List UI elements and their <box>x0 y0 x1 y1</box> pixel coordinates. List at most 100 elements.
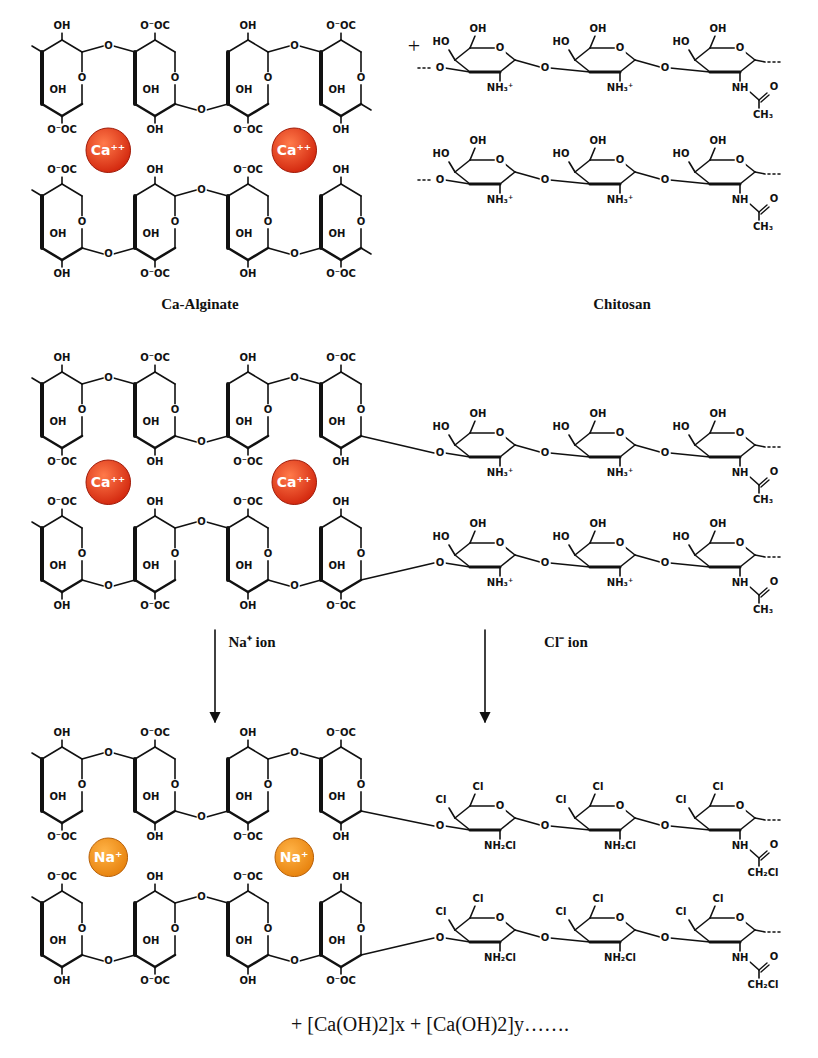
atom-label: HO <box>672 148 691 160</box>
atom-label: OH <box>142 228 161 240</box>
atom-label: OH <box>328 791 347 803</box>
atom-label: OH <box>146 871 165 883</box>
bond-line <box>768 446 783 448</box>
atom-label: O <box>263 72 274 84</box>
atom-label: OH <box>332 164 351 176</box>
bond-line <box>455 918 470 930</box>
atom-label: O⁻OC <box>325 727 357 739</box>
atom-label: OH <box>469 518 488 530</box>
bond-line <box>361 436 434 453</box>
bond-line <box>155 104 175 116</box>
atom-label: NH <box>731 952 750 964</box>
bond-line <box>695 806 710 818</box>
ion-disc-shape <box>86 128 131 173</box>
bond-line <box>670 938 710 942</box>
bond-line <box>515 818 540 825</box>
atom-label: Cl <box>555 906 568 918</box>
atom-label: OH <box>142 935 161 947</box>
ion-label: Na⁺ ion <box>228 631 275 651</box>
bond-line <box>761 965 769 972</box>
bond-line <box>135 747 155 759</box>
bond-line <box>247 448 249 455</box>
bond-line <box>133 196 137 248</box>
bond-line <box>619 457 621 466</box>
bond-line <box>319 528 323 580</box>
bond-line <box>300 955 322 961</box>
atom-label: O <box>289 40 300 52</box>
bond-line <box>710 829 740 832</box>
atom-label: O <box>289 747 300 759</box>
bond-line <box>228 248 248 260</box>
atom-label: OH <box>53 727 72 739</box>
bond-line <box>575 160 590 172</box>
atom-label: O <box>77 72 88 84</box>
bond-line <box>268 248 290 254</box>
bond-line <box>550 563 590 567</box>
bond-line <box>635 555 660 562</box>
bond-line <box>759 851 767 858</box>
atom-label: NH₂Cl <box>603 952 637 964</box>
atom-label: O <box>77 779 88 791</box>
atom-label: O <box>735 912 746 924</box>
bond-line <box>418 67 433 69</box>
bond-line <box>228 516 248 528</box>
structure-caption: Ca-Alginate <box>161 296 239 313</box>
atom-label: O <box>660 447 671 459</box>
bond-line <box>515 60 540 67</box>
bond-line <box>32 897 42 903</box>
atom-label: O <box>495 537 506 549</box>
bond-line <box>710 183 740 186</box>
atom-label: O⁻OC <box>46 496 78 508</box>
bond-line <box>248 372 268 384</box>
bond-line <box>695 160 710 172</box>
atom-label: OH <box>49 791 68 803</box>
bond-line <box>550 938 590 942</box>
atom-label: OH <box>328 935 347 947</box>
bond-line <box>247 509 249 516</box>
atom-label: OH <box>53 20 72 32</box>
bond-line <box>319 759 323 811</box>
atom-label: O <box>769 576 780 588</box>
ion-disc-shape <box>272 460 317 505</box>
bond-line <box>341 40 361 52</box>
atom-label: Cl <box>472 893 485 905</box>
bond-line <box>62 747 82 759</box>
bond-line <box>42 184 62 196</box>
bond-line <box>114 46 136 52</box>
bond-line <box>449 162 455 172</box>
atom-label: OH <box>142 84 161 96</box>
bond-line <box>575 60 590 72</box>
bond-line <box>42 891 62 903</box>
bond-line <box>739 457 741 466</box>
ion-symbol: Na⁺ <box>94 849 123 865</box>
bond-line <box>740 930 755 942</box>
bond-line <box>455 930 470 942</box>
atom-label: CH₂Cl <box>747 979 780 991</box>
atom-label: O <box>196 104 207 116</box>
atom-label: O <box>170 779 181 791</box>
atom-label: OH <box>49 228 68 240</box>
atom-label: NH <box>731 467 750 479</box>
bond-line <box>135 372 155 384</box>
atom-label: O⁻OC <box>232 871 264 883</box>
bond-line <box>248 955 268 967</box>
bond-line <box>248 580 268 592</box>
bond-line <box>268 580 290 586</box>
atom-label: O <box>615 912 626 924</box>
atom-label: O <box>435 174 446 186</box>
atom-label: OH <box>239 600 258 612</box>
atom-label: NH₂Cl <box>483 840 517 852</box>
bond-line <box>61 448 63 455</box>
bond-line <box>750 92 759 100</box>
atom-label: O <box>495 42 506 54</box>
bond-line <box>61 509 63 516</box>
atom-label: NH₃⁺ <box>606 194 634 206</box>
bond-line <box>739 72 741 81</box>
atom-label: HO <box>672 36 691 48</box>
atom-label: Cl <box>435 906 448 918</box>
bond-line <box>620 555 635 567</box>
atom-label: O <box>435 557 446 569</box>
bond-line <box>449 920 455 930</box>
bond-line <box>114 955 136 961</box>
bond-line <box>62 40 82 52</box>
